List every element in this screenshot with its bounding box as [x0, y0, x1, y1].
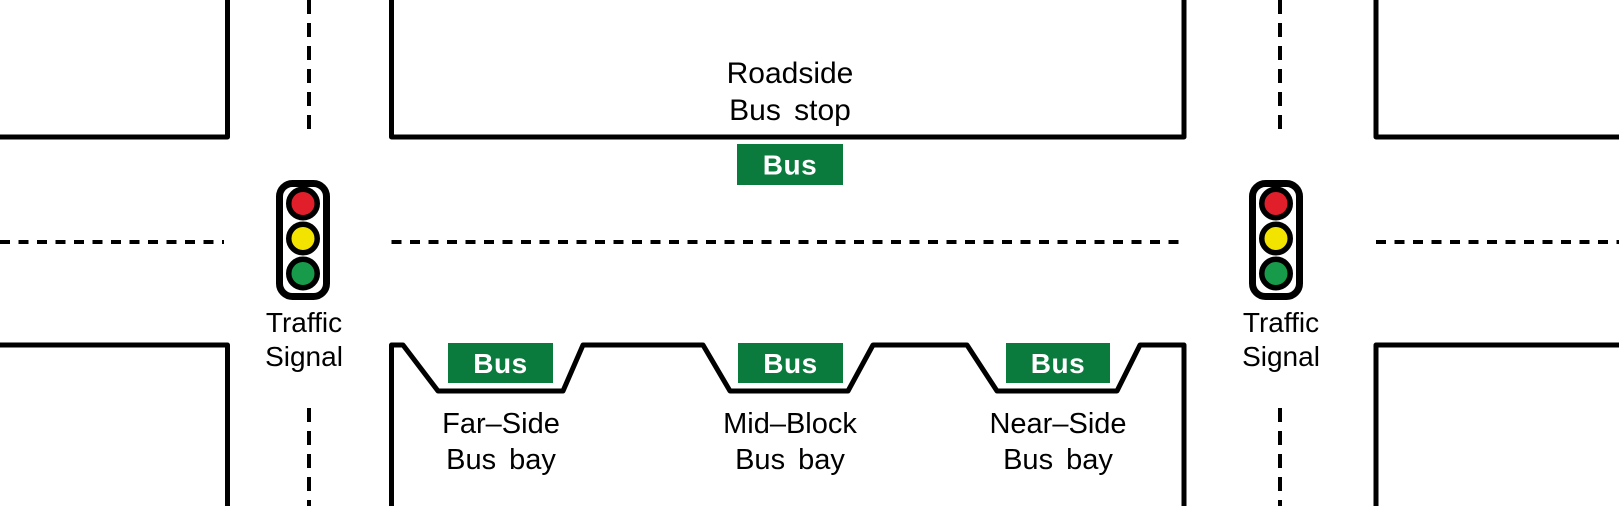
green-light-icon	[286, 256, 320, 291]
bus-sign-rect	[738, 343, 843, 383]
label-line-2: Bus bay	[735, 444, 845, 476]
traffic-signal-right-icon	[1249, 180, 1303, 300]
label-line-1: Traffic	[1242, 307, 1320, 338]
bus-sign-rect	[737, 144, 843, 185]
yellow-light-icon	[286, 221, 320, 256]
red-light-icon	[1259, 186, 1293, 221]
label-line-1: Mid–Block	[723, 408, 857, 440]
top-middle-block-edge	[389, 0, 1187, 140]
label-line-1: Near–Side	[989, 408, 1127, 440]
bus-sign-text: Bus	[763, 348, 817, 379]
bottom-middle-block-edge-with-bus-bays	[389, 342, 1187, 506]
label-line-2: Signal	[1242, 341, 1320, 372]
bottom-right-block-edge	[1373, 342, 1619, 506]
label-line-2: Bus bay	[446, 444, 556, 476]
label-line-2: Signal	[265, 341, 343, 372]
traffic-signal-right-label: Traffic Signal	[1242, 306, 1320, 374]
top-right-block-edge	[1373, 0, 1619, 140]
label-line-2: Bus stop	[729, 94, 851, 127]
far-side-bay-bus-marker: Bus	[448, 343, 553, 383]
bottom-left-block-edge	[0, 342, 230, 506]
roadside-bus-marker: Bus	[737, 144, 843, 185]
green-light-icon	[1259, 256, 1293, 291]
near-side-bay-bus-marker: Bus	[1006, 343, 1110, 383]
traffic-signal-left-icon	[276, 180, 330, 300]
bus-sign-rect	[1006, 343, 1110, 383]
label-line-2: Bus bay	[1003, 444, 1113, 476]
traffic-signal-left-label: Traffic Signal	[265, 306, 343, 374]
label-line-1: Far–Side	[442, 408, 560, 440]
near-side-bus-bay-label: Near–Side Bus bay	[989, 406, 1126, 478]
far-side-bus-bay-label: Far–Side Bus bay	[442, 406, 560, 478]
mid-block-bus-bay-label: Mid–Block Bus bay	[723, 406, 857, 478]
bus-sign-text: Bus	[1031, 348, 1085, 379]
yellow-light-icon	[1259, 221, 1293, 256]
mid-block-bay-bus-marker: Bus	[738, 343, 843, 383]
bus-sign-rect	[448, 343, 553, 383]
roadside-bus-stop-label: Roadside Bus stop	[727, 55, 854, 129]
label-line-1: Traffic	[265, 307, 343, 338]
top-left-block-edge	[0, 0, 230, 140]
label-line-1: Roadside	[726, 57, 854, 90]
bus-sign-text: Bus	[763, 150, 817, 181]
red-light-icon	[286, 186, 320, 221]
bus-sign-text: Bus	[473, 348, 527, 379]
